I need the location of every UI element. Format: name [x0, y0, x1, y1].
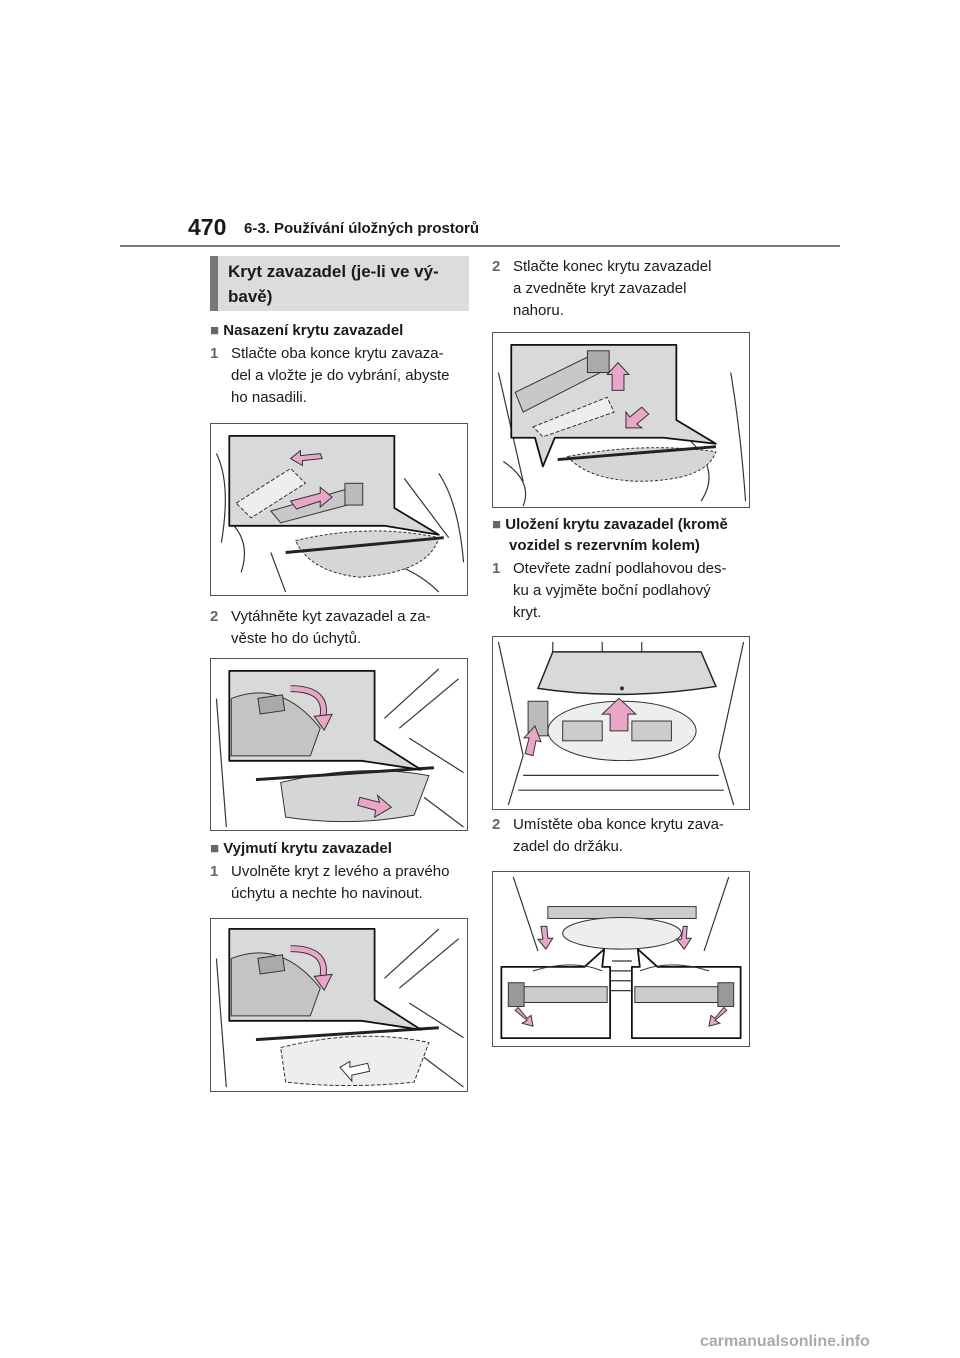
section-title-line-1: Kryt zavazadel (je-li ve vý- [228, 262, 439, 281]
square-bullet-icon: ■ [210, 840, 220, 857]
section-title-line-2: bavě) [228, 287, 273, 306]
illustration-store-cover [500, 876, 742, 1039]
chapter-title: 6-3. Používání úložných prostorů [244, 220, 480, 237]
figure-hook-cover [210, 658, 468, 831]
step-number: 2 [210, 608, 219, 625]
illustration-lift-cover [497, 343, 747, 507]
illustration-install-cover [215, 434, 465, 593]
push-arrow-icon [289, 486, 333, 510]
storage-step-1: 1 Otevřete zadní podlahovou des- ku a vy… [492, 560, 727, 621]
figure-install-cover [210, 423, 468, 596]
section-title-box: Kryt zavazadel (je-li ve vý- bavě) [210, 256, 469, 311]
lift-floor-arrow-icon [600, 697, 638, 732]
rotate-arrow-icon [313, 713, 333, 732]
right-insert-arrow-icon [708, 1006, 728, 1027]
roll-arrow-icon [339, 1060, 371, 1083]
push-arrow-icon [625, 406, 650, 429]
illustration-release-cover [215, 927, 464, 1088]
square-bullet-icon: ■ [492, 516, 502, 533]
figure-store-cover [492, 871, 750, 1047]
install-step-1: 1 Stlačte oba konce krytu zavaza- del a … [210, 345, 450, 406]
remove-step-1: 1 Uvolněte kryt z levého a pravého úchyt… [210, 863, 450, 902]
storage-heading: ■ Uložení krytu zavazadel (kromě vozidel… [492, 516, 728, 554]
illustration-open-floor [497, 641, 745, 806]
side-cover-arrow-icon [523, 725, 542, 757]
step-number: 1 [210, 345, 219, 362]
step-number: 1 [210, 863, 219, 880]
figure-release-cover [210, 918, 468, 1092]
header-divider [120, 245, 840, 247]
pull-arrow-icon [357, 793, 393, 819]
install-step-2: 2 Vytáhněte kyt zavazadel a za- věste ho… [210, 608, 431, 647]
remove-step-2: 2 Stlačte konec krytu zavazadel a zvedně… [492, 258, 712, 319]
step-number: 2 [492, 816, 501, 833]
figure-lift-cover [492, 332, 750, 508]
rotate-arrow-icon [313, 973, 333, 992]
step-number: 2 [492, 258, 501, 275]
watermark: carmanualsonline.info [700, 1333, 870, 1350]
left-holder-arrow-icon [536, 925, 554, 950]
left-insert-arrow-icon [514, 1006, 534, 1027]
square-bullet-icon: ■ [210, 322, 220, 339]
figure-open-floor [492, 636, 750, 810]
step-number: 1 [492, 560, 501, 577]
illustration-hook-cover [215, 668, 464, 828]
insert-arrow-icon [289, 449, 323, 467]
remove-heading: ■ Vyjmutí krytu zavazadel [210, 840, 392, 857]
page-number: 470 [188, 214, 227, 240]
right-holder-arrow-icon [675, 925, 693, 950]
install-heading: ■ Nasazení krytu zavazadel [210, 322, 404, 339]
storage-step-2: 2 Umístěte oba konce krytu zava- zadel d… [492, 816, 724, 855]
up-arrow-icon [606, 361, 631, 391]
